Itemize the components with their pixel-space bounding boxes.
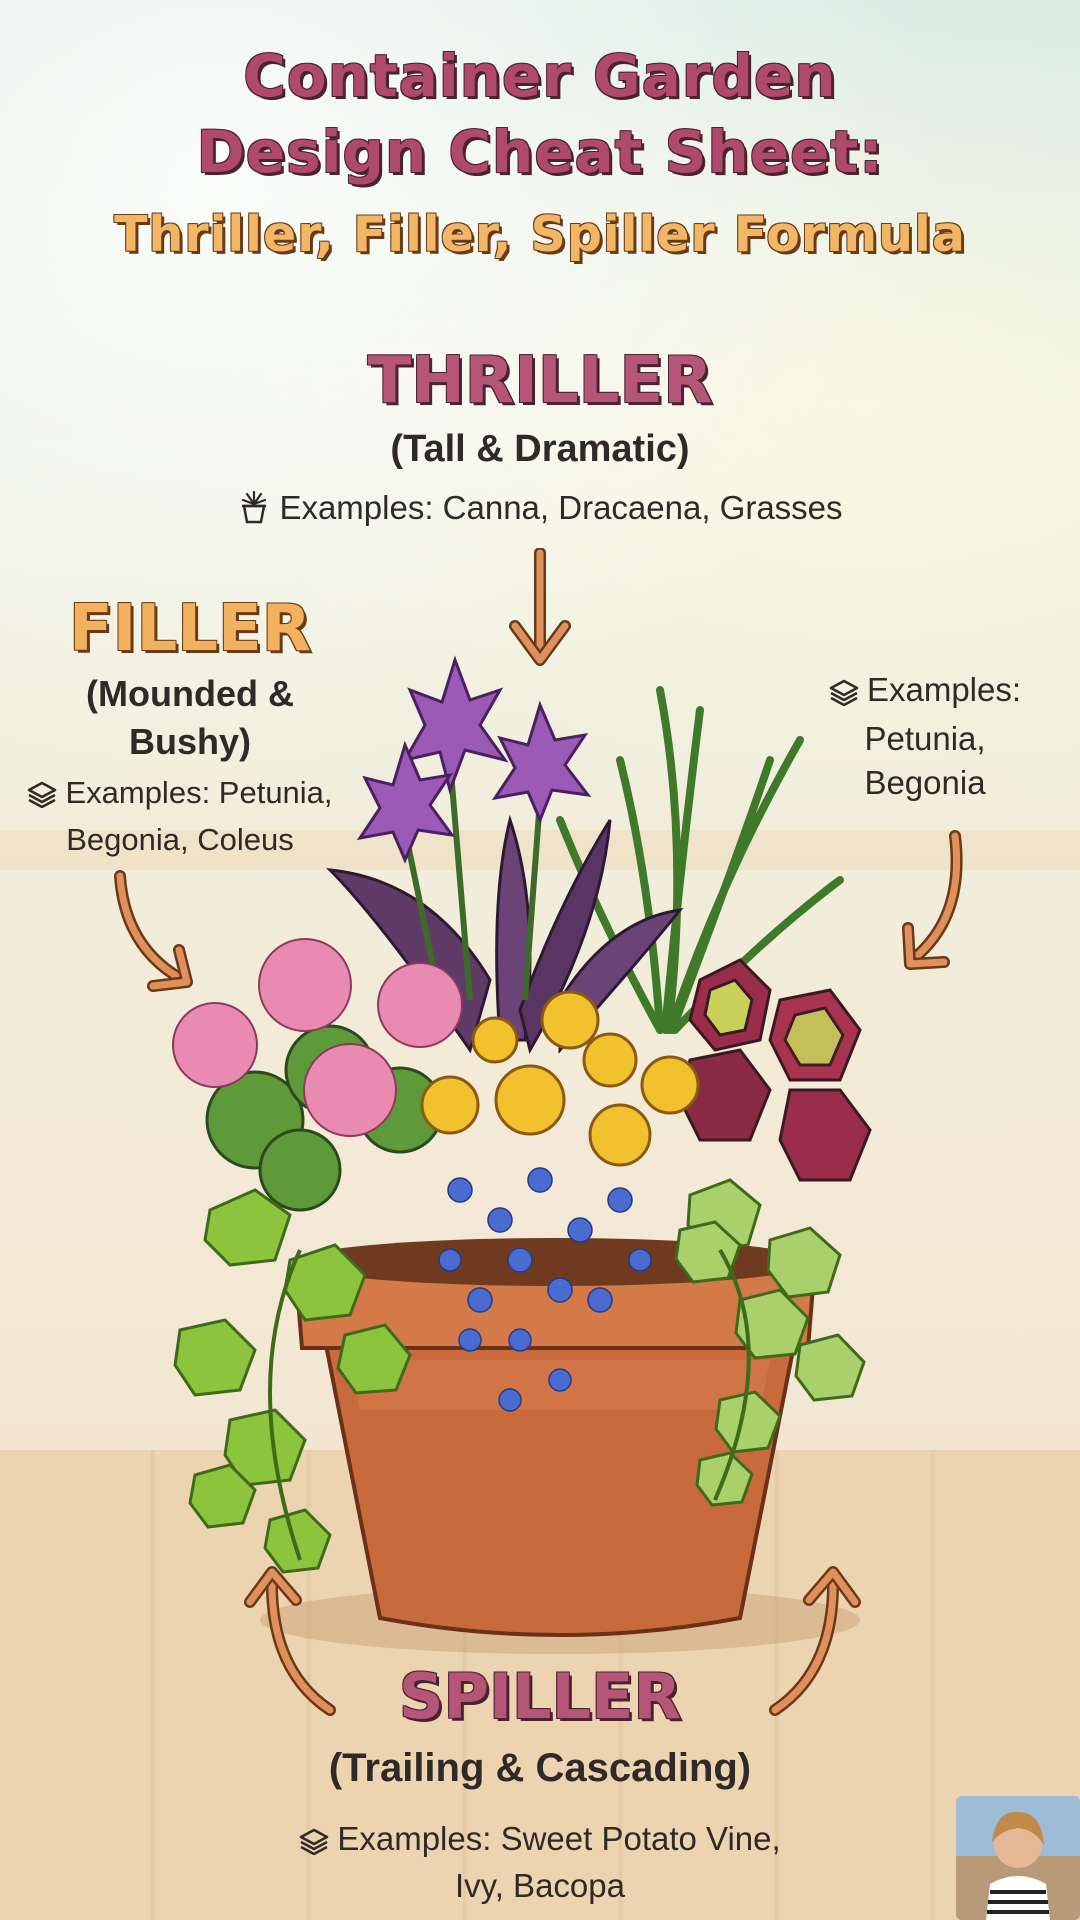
filler-geranium-flowers bbox=[172, 938, 463, 1137]
spiller-ivy-left bbox=[173, 1188, 412, 1574]
spiller-examples-line-2: Ivy, Bacopa bbox=[455, 1867, 625, 1904]
spiller-examples: Examples: Sweet Potato Vine, Ivy, Bacopa bbox=[0, 1818, 1080, 1907]
pot-body bbox=[322, 1338, 798, 1637]
filler-subtitle-line-1: (Mounded & bbox=[86, 673, 294, 714]
right-examples-line-2: Petunia, bbox=[864, 720, 986, 757]
thriller-subtitle: (Tall & Dramatic) bbox=[390, 428, 690, 470]
spiller-subtitle: (Trailing & Cascading) bbox=[328, 1746, 752, 1790]
filler-coleus bbox=[678, 958, 872, 1182]
layers-icon bbox=[829, 673, 859, 717]
spiller-arrow-left-icon bbox=[244, 1566, 336, 1716]
spiller-lobelia bbox=[438, 1167, 652, 1412]
filler-marigolds bbox=[420, 990, 700, 1167]
thriller-title: THRILLER bbox=[367, 344, 713, 418]
ivy-vine-left bbox=[268, 1249, 302, 1561]
thriller-arrow-down-icon bbox=[509, 548, 571, 666]
spiller-examples-line-1: Examples: Sweet Potato Vine, bbox=[337, 1820, 781, 1857]
creator-avatar-thumbnail[interactable] bbox=[956, 1796, 1080, 1920]
filler-title: FILLER bbox=[68, 592, 312, 666]
right-examples-line-1: Examples: bbox=[866, 671, 1022, 708]
ivy-vine-right bbox=[713, 1248, 751, 1501]
right-examples-line-3: Begonia bbox=[864, 764, 986, 801]
right-examples: Examples: Petunia, Begonia bbox=[790, 668, 1060, 805]
thriller-examples: Examples: Canna, Dracaena, Grasses bbox=[0, 488, 1080, 532]
filler-examples-line-2: Begonia, Coleus bbox=[66, 822, 294, 857]
filler-subtitle-line-2: Bushy) bbox=[128, 721, 251, 762]
right-arrow-icon bbox=[902, 830, 963, 970]
spiller-title: SPILLER bbox=[398, 1660, 682, 1733]
title-line-2: Design Cheat Sheet: bbox=[196, 118, 884, 186]
filler-examples-line-1: Examples: Petunia, bbox=[65, 775, 333, 810]
filler-arrow-icon bbox=[114, 870, 193, 992]
avatar-photo bbox=[956, 1796, 1080, 1920]
thriller-canna-flowers bbox=[356, 655, 592, 1001]
layers-icon bbox=[27, 777, 57, 819]
filler-examples: Examples: Petunia, Begonia, Coleus bbox=[0, 772, 360, 861]
thriller-examples-text: Examples: Canna, Dracaena, Grasses bbox=[279, 489, 843, 526]
layers-icon bbox=[299, 1823, 329, 1865]
potted-grass-icon bbox=[237, 488, 271, 532]
spiller-ivy-right bbox=[674, 1178, 866, 1507]
filler-subtitle: (Mounded & Bushy) bbox=[40, 670, 340, 766]
spiller-arrow-right-icon bbox=[769, 1566, 861, 1716]
title-line-3: Thriller, Filler, Spiller Formula bbox=[114, 206, 966, 263]
title-line-1: Container Garden bbox=[243, 42, 837, 110]
